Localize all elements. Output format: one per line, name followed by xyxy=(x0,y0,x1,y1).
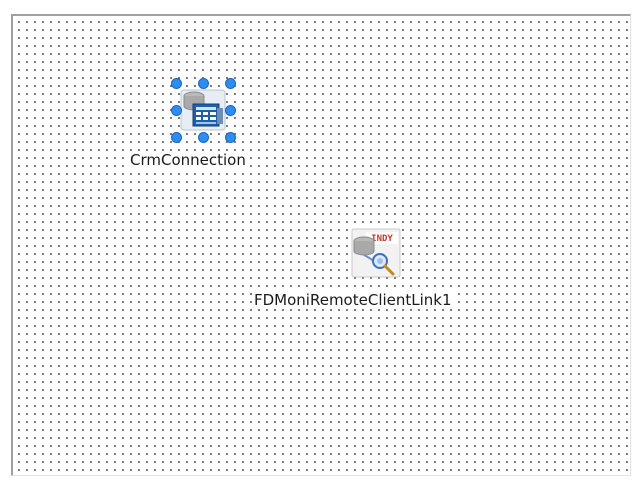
selection-handle-top-center[interactable] xyxy=(198,78,209,89)
database-connection-icon[interactable] xyxy=(177,84,229,136)
selection-handle-bottom-center[interactable] xyxy=(198,132,209,143)
selection-handle-top-left[interactable] xyxy=(171,78,182,89)
selection-handle-top-right[interactable] xyxy=(225,78,236,89)
indy-badge: INDY xyxy=(371,234,393,244)
component-caption: CrmConnection xyxy=(129,151,247,169)
indy-monitor-link-icon[interactable]: INDY xyxy=(350,227,402,279)
designer-surface[interactable]: CrmConnection INDY FDMoniRemoteClientLin… xyxy=(11,14,631,476)
selection-handle-middle-right[interactable] xyxy=(225,105,236,116)
selection-handle-middle-left[interactable] xyxy=(171,105,182,116)
selection-handle-bottom-right[interactable] xyxy=(225,132,236,143)
selection-handle-bottom-left[interactable] xyxy=(171,132,182,143)
component-caption: FDMoniRemoteClientLink1 xyxy=(253,291,453,309)
